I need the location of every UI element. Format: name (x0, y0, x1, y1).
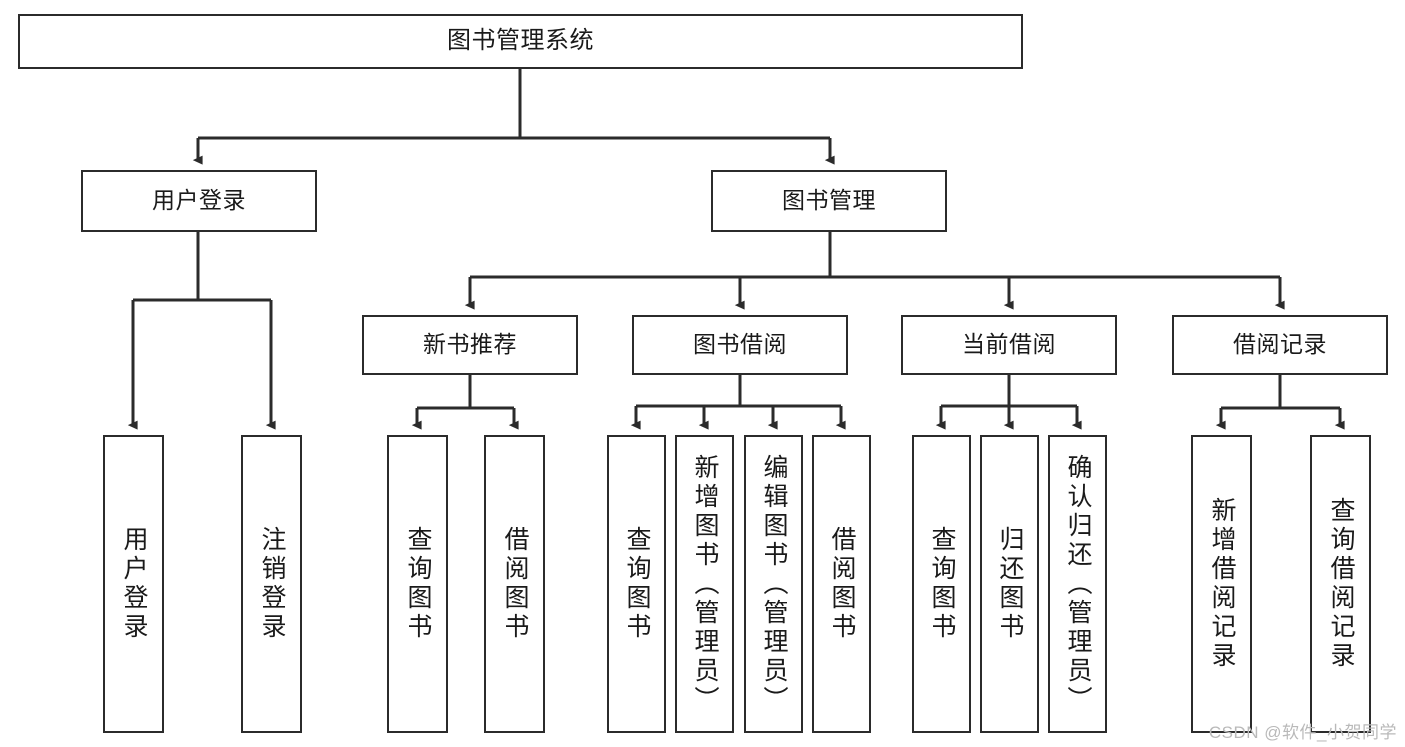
node-user-login[interactable]: 用户登录 (81, 170, 317, 232)
node-label: 借阅记录 (1233, 331, 1327, 358)
node-leaf-edit-book-admin[interactable]: 编辑图书（管理员） (744, 435, 803, 733)
node-label: 借阅图书 (828, 526, 856, 642)
node-label: 图书管理 (782, 187, 876, 214)
node-label: 查询图书 (623, 526, 651, 642)
node-borrow-record[interactable]: 借阅记录 (1172, 315, 1388, 375)
node-leaf-query-book-recommend[interactable]: 查询图书 (387, 435, 448, 733)
node-leaf-query-book-borrow[interactable]: 查询图书 (607, 435, 666, 733)
node-label: 图书管理系统 (447, 27, 594, 55)
node-label: 用户登录 (120, 526, 148, 642)
node-label: 查询图书 (928, 526, 956, 642)
node-label: 新书推荐 (423, 331, 517, 358)
node-leaf-return-book[interactable]: 归还图书 (980, 435, 1039, 733)
node-label: 确认归还（管理员） (1064, 453, 1092, 715)
node-leaf-query-borrow-record[interactable]: 查询借阅记录 (1310, 435, 1371, 733)
node-label: 新增图书（管理员） (691, 453, 719, 715)
node-leaf-confirm-return-admin[interactable]: 确认归还（管理员） (1048, 435, 1107, 733)
node-leaf-logout[interactable]: 注销登录 (241, 435, 302, 733)
watermark: CSDN @软件_小贺同学 (1208, 723, 1397, 742)
node-current-borrow[interactable]: 当前借阅 (901, 315, 1117, 375)
node-new-book-recommend[interactable]: 新书推荐 (362, 315, 578, 375)
node-label: 编辑图书（管理员） (760, 453, 788, 715)
node-leaf-borrow-book[interactable]: 借阅图书 (812, 435, 871, 733)
node-root-book-management-system[interactable]: 图书管理系统 (18, 14, 1023, 69)
node-label: 借阅图书 (501, 526, 529, 642)
node-label: 新增借阅记录 (1208, 497, 1236, 671)
node-label: 注销登录 (258, 526, 286, 642)
node-leaf-add-book-admin[interactable]: 新增图书（管理员） (675, 435, 734, 733)
node-label: 查询图书 (404, 526, 432, 642)
node-leaf-add-borrow-record[interactable]: 新增借阅记录 (1191, 435, 1252, 733)
node-label: 用户登录 (152, 187, 246, 214)
node-book-management[interactable]: 图书管理 (711, 170, 947, 232)
node-leaf-borrow-book-recommend[interactable]: 借阅图书 (484, 435, 545, 733)
node-label: 当前借阅 (962, 331, 1056, 358)
node-label: 归还图书 (996, 526, 1024, 642)
node-label: 查询借阅记录 (1327, 497, 1355, 671)
node-leaf-query-book-current[interactable]: 查询图书 (912, 435, 971, 733)
node-leaf-user-login[interactable]: 用户登录 (103, 435, 164, 733)
node-label: 图书借阅 (693, 331, 787, 358)
node-book-borrow[interactable]: 图书借阅 (632, 315, 848, 375)
